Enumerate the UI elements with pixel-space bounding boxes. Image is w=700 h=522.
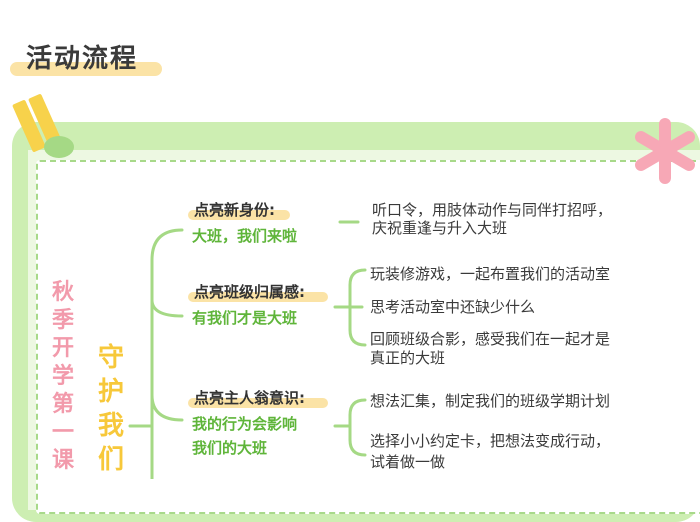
label-highlight xyxy=(188,292,328,302)
list-item: 试着做一做 xyxy=(370,453,446,471)
section-subtitle: 我的行为会影响 xyxy=(192,415,298,433)
section-label: 点亮新身份: xyxy=(194,201,275,219)
title-char: 课 xyxy=(52,448,75,473)
title-char: 学 xyxy=(52,364,75,389)
list-item: 真正的大班 xyxy=(370,349,446,367)
vertical-title-1: 秋 季 开 学 第 一 课 xyxy=(52,282,74,478)
section-subtitle: 有我们才是大班 xyxy=(192,309,298,327)
section-subtitle: 大班，我们来啦 xyxy=(192,227,298,245)
list-item: 想法汇集，制定我们的班级学期计划 xyxy=(370,392,611,410)
list-item: 听口令，用肢体动作与同伴打招呼， xyxy=(372,201,613,219)
title-char: 一 xyxy=(52,420,75,445)
section-label: 点亮班级归属感: xyxy=(194,283,305,301)
title-char: 守 xyxy=(98,343,125,373)
section-label: 点亮主人翁意识: xyxy=(194,389,305,407)
title-char: 第 xyxy=(52,392,75,417)
card-body xyxy=(36,160,700,514)
title-char: 护 xyxy=(98,377,125,407)
list-item: 庆祝重逢与升入大班 xyxy=(372,219,508,237)
tree-connectors xyxy=(128,220,367,479)
title-char: 我 xyxy=(98,411,125,441)
label-highlight xyxy=(188,398,328,408)
clip-decoration xyxy=(44,136,74,158)
list-item: 思考活动室中还缺少什么 xyxy=(370,298,536,316)
vertical-title-2: 守 护 我 们 xyxy=(98,345,124,481)
label-highlight xyxy=(188,210,290,220)
heading-highlight xyxy=(10,62,162,76)
list-item: 玩装修游戏，一起布置我们的活动室 xyxy=(370,265,611,283)
page-title: 活动流程 xyxy=(26,44,139,74)
title-char: 季 xyxy=(52,308,75,333)
section-subtitle: 我们的大班 xyxy=(192,439,268,457)
title-char: 们 xyxy=(98,445,125,475)
title-char: 开 xyxy=(52,336,75,361)
title-char: 秋 xyxy=(52,280,75,305)
list-item: 回顾班级合影，感受我们在一起才是 xyxy=(370,330,611,348)
list-item: 选择小小约定卡，把想法变成行动， xyxy=(370,432,611,450)
asterisk-icon xyxy=(635,118,695,184)
